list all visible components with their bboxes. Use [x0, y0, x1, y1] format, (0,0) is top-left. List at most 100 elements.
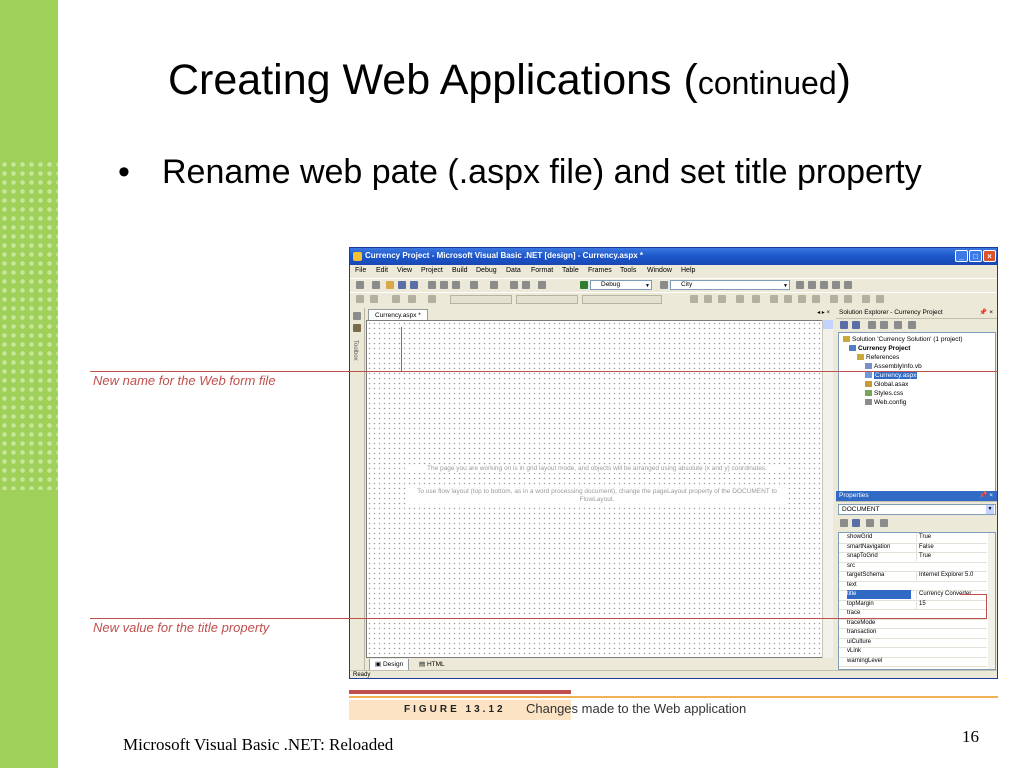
app-icon [353, 252, 362, 261]
tree-currency-aspx[interactable]: Currency.aspx [865, 372, 918, 380]
tree-project[interactable]: Currency Project [849, 345, 910, 353]
callout-title-label: New value for the title property [93, 620, 270, 635]
menu-help[interactable]: Help [681, 267, 696, 274]
close-button[interactable]: × [983, 250, 996, 262]
property-row[interactable]: trace [839, 609, 987, 620]
tab-currency-aspx[interactable]: Currency.aspx * [368, 309, 428, 321]
menu-build[interactable]: Build [452, 267, 468, 274]
grid-icon [428, 295, 436, 303]
property-row[interactable]: text [839, 581, 987, 591]
find-icon[interactable] [660, 281, 668, 289]
tab-html[interactable]: ▤ HTML [414, 659, 450, 670]
tab-controls[interactable]: ◂ ▸ × [817, 310, 830, 316]
property-row[interactable]: vLink [839, 647, 987, 658]
open-folder-icon[interactable] [386, 281, 394, 289]
menu-edit[interactable]: Edit [376, 267, 389, 274]
more-icon[interactable] [844, 281, 852, 289]
save-all-icon[interactable] [410, 281, 418, 289]
menu-data[interactable]: Data [506, 267, 521, 274]
navigate-back-icon[interactable] [510, 281, 518, 289]
web-form-designer[interactable]: The page you are working on is in grid l… [366, 320, 832, 658]
toolbox-icon[interactable] [832, 281, 840, 289]
maximize-button[interactable]: □ [969, 250, 982, 262]
menu-table[interactable]: Table [562, 267, 579, 274]
property-row[interactable]: src [839, 562, 987, 572]
menu-tools[interactable]: Tools [620, 267, 637, 274]
project-icon [849, 345, 856, 351]
properties-page-icon[interactable] [908, 321, 916, 329]
position-icon [370, 295, 378, 303]
tree-assemblyinfo[interactable]: AssemblyInfo.vb [865, 363, 922, 371]
copy-icon[interactable] [440, 281, 448, 289]
events-icon[interactable] [880, 519, 888, 527]
toolbox-strip[interactable]: Toolbox [350, 308, 365, 670]
window-titlebar[interactable]: Currency Project - Microsoft Visual Basi… [350, 248, 997, 265]
tree-styles-css[interactable]: Styles.css [865, 390, 903, 398]
config-combo[interactable]: Debug▼ [590, 280, 652, 290]
solution-explorer-header: Solution Explorer - Currency Project 📌 × [836, 308, 997, 319]
paste-icon[interactable] [452, 281, 460, 289]
justify-icon [812, 295, 820, 303]
title-main: Creating Web Applications ( [168, 56, 698, 104]
menu-file[interactable]: File [355, 267, 367, 274]
new-project-icon[interactable] [356, 281, 364, 289]
alphabetical-icon[interactable] [852, 519, 860, 527]
find-in-files-icon[interactable] [796, 281, 804, 289]
properties-icon[interactable] [820, 281, 828, 289]
menu-view[interactable]: View [397, 267, 413, 274]
undo-icon[interactable] [470, 281, 478, 289]
toolbox-label[interactable]: Toolbox [352, 340, 358, 361]
tree-global-asax[interactable]: Global.asax [865, 381, 908, 389]
add-item-icon[interactable] [372, 281, 380, 289]
tree-web-config[interactable]: Web.config [865, 399, 906, 407]
pane-close-icon[interactable]: 📌 × [979, 492, 993, 499]
redo-icon[interactable] [490, 281, 498, 289]
properties-scrollbar[interactable] [988, 533, 995, 669]
property-row[interactable]: uiCulture [839, 638, 987, 648]
find-combo[interactable]: City▼ [670, 280, 790, 290]
menu-debug[interactable]: Debug [476, 267, 497, 274]
property-row[interactable]: traceMode [839, 619, 987, 629]
tree-solution[interactable]: Solution 'Currency Solution' (1 project) [843, 336, 963, 344]
copy-project-icon[interactable] [894, 321, 902, 329]
properties-object-combo[interactable]: DOCUMENT ▼ [838, 504, 996, 515]
solution-explorer-icon[interactable] [808, 281, 816, 289]
menu-window[interactable]: Window [647, 267, 672, 274]
toolbox-tools-icon[interactable] [353, 324, 361, 332]
property-pages-icon[interactable] [866, 519, 874, 527]
properties-header: Properties 📌 × [836, 491, 997, 502]
indent-icon [876, 295, 884, 303]
start-debug-icon[interactable] [580, 281, 588, 289]
callout-pointer-title-h [960, 594, 987, 595]
navigate-forward-icon[interactable] [522, 281, 530, 289]
pane-close-icon[interactable]: 📌 × [979, 309, 993, 316]
properties-title: Properties [839, 492, 869, 499]
minimize-button[interactable]: _ [955, 250, 968, 262]
categorized-icon[interactable] [840, 519, 848, 527]
scroll-up-button[interactable] [823, 320, 833, 329]
align-left-icon [770, 295, 778, 303]
block-format-combo [450, 295, 512, 304]
menu-format[interactable]: Format [531, 267, 554, 274]
menu-project[interactable]: Project [421, 267, 443, 274]
property-row[interactable]: transaction [839, 628, 987, 639]
bookmark-icon[interactable] [538, 281, 546, 289]
window-title: Currency Project - Microsoft Visual Basi… [365, 251, 644, 260]
view-code-icon[interactable] [840, 321, 848, 329]
property-row[interactable]: warningLevel [839, 657, 987, 667]
server-explorer-icon[interactable] [353, 312, 361, 320]
cut-icon[interactable] [428, 281, 436, 289]
show-all-files-icon[interactable] [880, 321, 888, 329]
refresh-icon[interactable] [868, 321, 876, 329]
designer-scrollbar[interactable] [822, 320, 833, 658]
tree-references[interactable]: References [857, 354, 899, 362]
menu-frames[interactable]: Frames [588, 267, 612, 274]
view-designer-icon[interactable] [852, 321, 860, 329]
save-icon[interactable] [398, 281, 406, 289]
